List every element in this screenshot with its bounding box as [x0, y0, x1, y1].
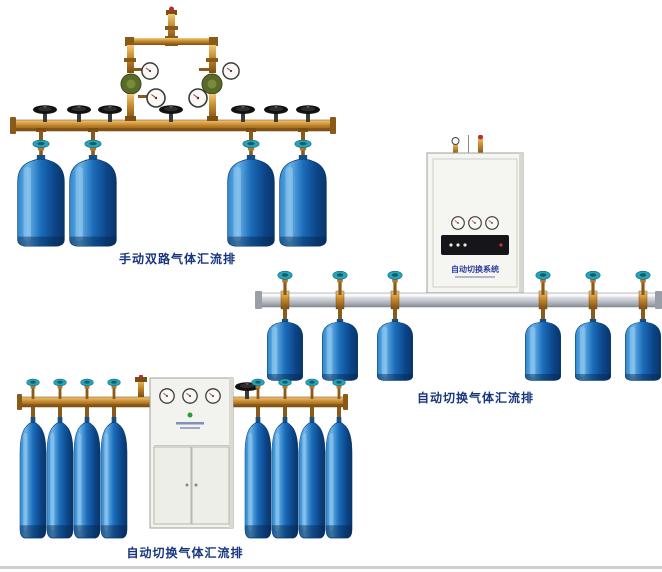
gas-cylinder	[624, 319, 662, 381]
valve-handwheel-icon	[98, 104, 122, 122]
cylinder-valve-icon	[635, 270, 651, 295]
cylinder-valve-icon	[535, 270, 551, 295]
valve-handwheel-icon	[264, 104, 288, 122]
cylinder-valve-icon	[277, 270, 293, 295]
gas-cylinder	[325, 417, 353, 539]
indicator-panel	[441, 235, 509, 255]
cylinder-valve-icon	[278, 378, 292, 399]
gas-cylinder	[321, 319, 359, 381]
pressure-gauge-icon	[468, 216, 482, 230]
shutoff-valves	[33, 104, 320, 122]
page-bottom-border	[0, 566, 662, 569]
cabinet-label: 自动切换系统	[451, 264, 499, 274]
gas-cylinder	[19, 417, 47, 539]
manual-dual-manifold-illustration	[10, 6, 336, 247]
cylinder-valve-icon	[332, 270, 348, 295]
gas-cylinder	[271, 417, 299, 539]
pressure-gauge-icon	[182, 388, 198, 404]
auto-switch-cabinet-manifold-illustration	[17, 375, 353, 539]
cylinder-bank	[17, 128, 327, 247]
cylinder-valve-icon	[585, 270, 601, 295]
cylinder-bank	[19, 378, 353, 539]
valve-handwheel-icon	[33, 104, 57, 122]
gas-cylinder	[524, 319, 562, 381]
cylinder-valve-icon	[26, 378, 40, 399]
pressure-gauge-icon	[141, 62, 159, 80]
pressure-gauge-icon	[159, 388, 175, 404]
pressure-gauge-icon	[146, 88, 166, 108]
gas-cylinder	[100, 417, 128, 539]
gas-cylinder	[574, 319, 612, 381]
valve-handwheel-icon	[296, 104, 320, 122]
gas-cylinder	[298, 417, 326, 539]
cabinet-door-left	[153, 446, 192, 525]
gas-cylinder	[69, 155, 117, 247]
status-light	[187, 412, 193, 418]
cylinder-valve-icon	[107, 378, 121, 399]
pressure-gauge-icon	[188, 88, 208, 108]
cylinder-valve-icon	[53, 378, 67, 399]
product-caption-manual-dual: 手动双路气体汇流排	[118, 252, 236, 266]
pressure-gauge-icon	[222, 62, 240, 80]
cylinder-valve-icon	[305, 378, 319, 399]
cabinet-door-right	[191, 446, 230, 525]
product-caption-auto-switch-cabinet: 自动切换气体汇流排	[126, 546, 244, 560]
control-cabinet: 自动切换系统	[426, 135, 524, 294]
cylinder-valve-icon	[387, 270, 403, 295]
valve-handwheel-icon	[159, 104, 183, 122]
cylinder-bank	[266, 270, 662, 381]
pressure-gauge-icon	[485, 216, 499, 230]
outlet-pipe	[124, 6, 218, 73]
gas-cylinder	[266, 319, 304, 381]
auto-switch-manifold-illustration: 自动切换系统	[255, 135, 662, 381]
gas-cylinder	[46, 417, 74, 539]
valve-handwheel-icon	[231, 104, 255, 122]
gas-cylinder	[244, 417, 272, 539]
pressure-gauge-icon	[451, 216, 465, 230]
gas-cylinder	[376, 319, 414, 381]
gas-cylinder	[17, 155, 65, 247]
control-cabinet	[149, 377, 234, 529]
pressure-regulator-left	[120, 62, 166, 120]
cylinder-valve-icon	[80, 378, 94, 399]
pressure-gauge-icon	[205, 388, 221, 404]
gas-cylinder	[73, 417, 101, 539]
product-caption-auto-switch-rail: 自动切换气体汇流排	[416, 391, 534, 405]
pressure-regulator-right	[188, 62, 240, 120]
manifold-rail	[255, 291, 662, 309]
valve-handwheel-icon	[67, 104, 91, 122]
